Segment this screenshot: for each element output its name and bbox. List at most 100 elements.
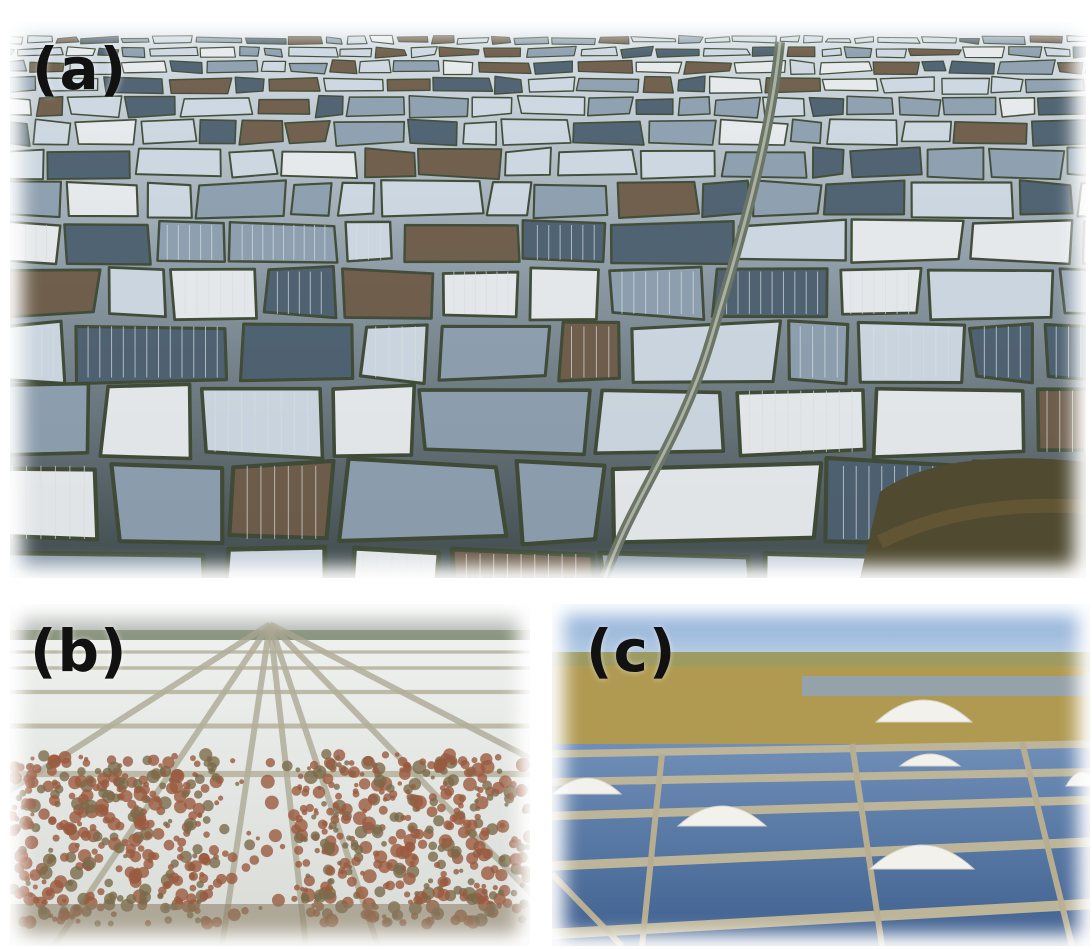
salicornia-clump — [473, 882, 480, 889]
salicornia-clump — [496, 768, 503, 774]
salicornia-clump — [474, 813, 481, 821]
salicornia-clump — [367, 793, 378, 805]
pond — [380, 179, 485, 218]
pond — [610, 461, 824, 545]
pond — [516, 94, 586, 116]
salicornia-clump — [90, 778, 95, 784]
salicornia-clump — [333, 783, 340, 790]
pond — [803, 34, 824, 44]
salicornia-clump — [378, 860, 391, 874]
pond — [821, 78, 879, 92]
salicornia-clump — [523, 830, 530, 843]
pond — [134, 147, 222, 178]
pond — [608, 265, 706, 322]
salicornia-clump — [148, 796, 163, 811]
pond — [168, 77, 233, 95]
salicornia-clump — [200, 784, 210, 793]
pond — [677, 75, 706, 93]
pond — [871, 386, 1026, 459]
salicornia-clump — [10, 811, 18, 821]
pond — [280, 150, 359, 180]
salicornia-clump — [101, 837, 110, 846]
distant-reeds — [552, 652, 1090, 668]
pond — [642, 75, 674, 94]
pond — [98, 382, 193, 461]
salicornia-clump — [167, 818, 173, 824]
salicornia-clump — [399, 767, 405, 773]
salicornia-clump — [190, 874, 196, 880]
salicornia-clump — [170, 769, 185, 784]
pond — [284, 119, 331, 145]
salicornia-clump — [518, 867, 527, 875]
salicornia-clump — [482, 780, 492, 791]
pond — [609, 220, 735, 266]
salt-pile — [874, 699, 974, 723]
pond — [490, 35, 512, 45]
salicornia-clump — [310, 831, 320, 841]
salicornia-clump — [481, 888, 488, 895]
salicornia-clump — [10, 771, 22, 785]
salt-pile — [1065, 771, 1090, 787]
salicornia-clump — [317, 768, 322, 773]
pond — [580, 46, 619, 57]
salicornia-clump — [192, 853, 198, 859]
pond — [329, 59, 358, 75]
pond — [386, 78, 431, 92]
salicornia-clump — [305, 873, 311, 879]
pond — [35, 95, 64, 118]
pond — [648, 119, 717, 146]
salicornia-clump — [311, 814, 317, 820]
salicornia-clump — [481, 883, 487, 889]
salicornia-clump — [91, 848, 98, 855]
pond — [853, 36, 875, 44]
salicornia-clump — [328, 821, 337, 830]
salicornia-clump — [241, 863, 251, 872]
pond — [410, 46, 438, 59]
salicornia-clump — [374, 886, 386, 898]
pond — [1030, 119, 1086, 147]
pond — [10, 381, 91, 457]
salicornia-clump — [147, 754, 160, 766]
salicornia-clump — [496, 819, 510, 833]
pond — [952, 120, 1028, 145]
salicornia-clump — [492, 884, 498, 891]
foreground-bank — [10, 904, 530, 946]
salicornia-clump — [293, 884, 300, 891]
salicornia-clump — [322, 773, 334, 785]
salicornia-clump — [447, 774, 459, 786]
pond — [959, 38, 980, 45]
salicornia-clump — [466, 893, 475, 902]
dike-vertical — [552, 871, 625, 946]
salicornia-clump — [163, 881, 172, 889]
pond — [500, 118, 572, 146]
salt-pile — [898, 753, 962, 767]
pond — [1076, 182, 1086, 218]
salicornia-clump — [161, 771, 167, 777]
salicornia-clump — [497, 889, 505, 896]
salicornia-clump — [94, 767, 102, 775]
pond — [677, 96, 711, 117]
salicornia-clump — [25, 798, 37, 810]
pond — [63, 223, 152, 266]
pond — [482, 47, 522, 58]
salicornia-clump — [471, 757, 478, 764]
salicornia-clump — [453, 885, 463, 895]
salicornia-clump — [239, 779, 244, 785]
salicornia-clump — [362, 869, 377, 884]
salicornia-clump — [189, 884, 197, 892]
pan-dividers — [10, 621, 530, 946]
salicornia-clump — [297, 773, 304, 779]
pond — [850, 218, 965, 264]
salicornia-clump — [97, 772, 110, 786]
salicornia-clump — [339, 857, 351, 870]
salicornia-clump — [372, 824, 383, 835]
pond — [430, 35, 455, 45]
salicornia-clump — [169, 779, 184, 794]
salicornia-clump — [372, 766, 380, 774]
pond — [872, 61, 921, 76]
salicornia-clump — [304, 770, 318, 785]
pond — [432, 76, 494, 92]
pond — [288, 46, 339, 58]
pond — [527, 76, 576, 93]
salt-pile — [676, 805, 768, 827]
